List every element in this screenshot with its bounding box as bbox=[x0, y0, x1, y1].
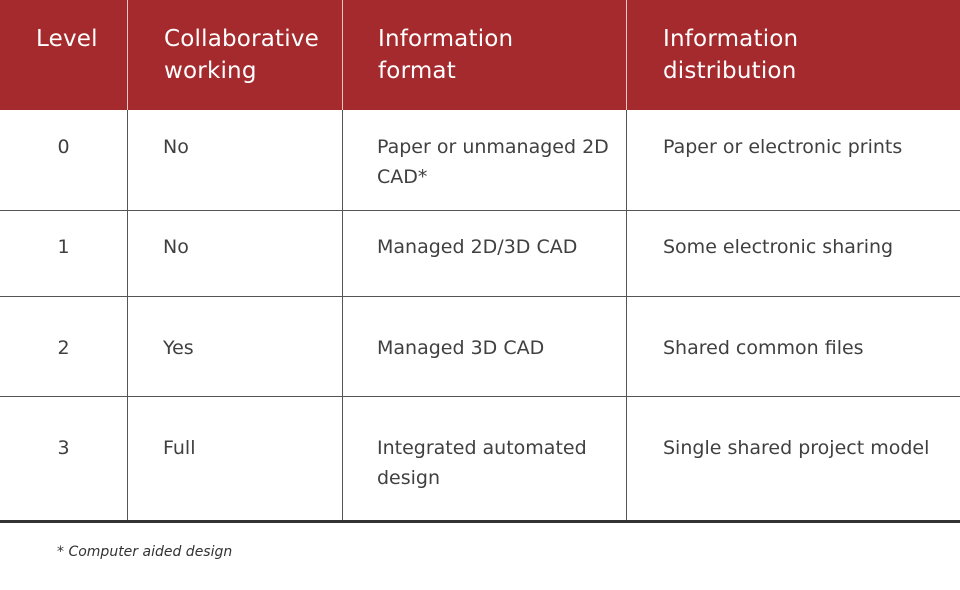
header-collaborative-working: Collaborative working bbox=[127, 0, 342, 110]
table-row: 2 Yes Managed 3D CAD Shared common files bbox=[0, 297, 960, 396]
cell-collaborative-working: Full bbox=[127, 397, 342, 520]
header-information-distribution: Information distribution bbox=[626, 0, 960, 110]
cell-information-format: Managed 2D/3D CAD bbox=[342, 211, 626, 296]
header-level: Level bbox=[36, 26, 98, 52]
bim-levels-table: Level Collaborative working Information … bbox=[0, 0, 960, 523]
cell-information-format: Managed 3D CAD bbox=[342, 297, 626, 396]
table-header-row: Level Collaborative working Information … bbox=[0, 0, 960, 110]
cell-information-format: Paper or unmanaged 2D CAD* bbox=[342, 110, 626, 210]
cell-level: 3 bbox=[57, 437, 70, 459]
cell-information-distribution: Some electronic sharing bbox=[626, 211, 960, 296]
cell-information-distribution: Single shared project model bbox=[626, 397, 960, 520]
cell-information-distribution: Paper or electronic prints bbox=[626, 110, 960, 210]
cell-level: 1 bbox=[57, 236, 70, 258]
row-divider bbox=[0, 210, 960, 211]
cell-information-format: Integrated automated design bbox=[342, 397, 626, 520]
row-divider bbox=[0, 396, 960, 397]
table-bottom-rule bbox=[0, 520, 960, 523]
table-row: 0 No Paper or unmanaged 2D CAD* Paper or… bbox=[0, 110, 960, 210]
cell-level: 0 bbox=[57, 136, 70, 158]
cell-collaborative-working: No bbox=[127, 211, 342, 296]
row-divider bbox=[0, 296, 960, 297]
header-information-format: Information format bbox=[342, 0, 626, 110]
footnote: * Computer aided design bbox=[57, 544, 233, 560]
cell-collaborative-working: No bbox=[127, 110, 342, 210]
cell-level: 2 bbox=[57, 337, 70, 359]
table-row: 3 Full Integrated automated design Singl… bbox=[0, 397, 960, 520]
cell-information-distribution: Shared common files bbox=[626, 297, 960, 396]
table-row: 1 No Managed 2D/3D CAD Some electronic s… bbox=[0, 211, 960, 296]
cell-collaborative-working: Yes bbox=[127, 297, 342, 396]
